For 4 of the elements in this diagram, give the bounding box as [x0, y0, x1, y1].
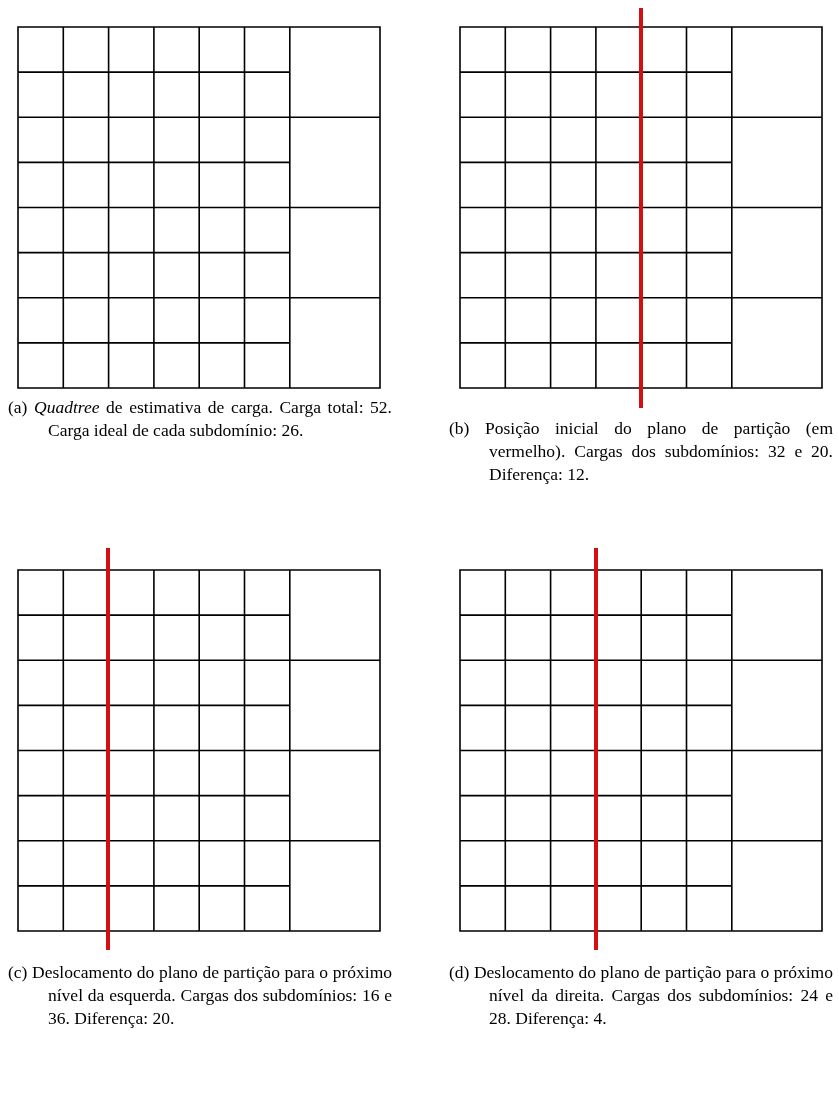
figure-caption: (d) Deslocamento do plano de partição para o próximo nível da direita. Cargas dos subdomínios: 24 e 28. Diferença: 4.	[449, 961, 833, 1030]
figure-caption: (b) Posição inicial do plano de partição (em vermelho). Cargas dos subdomínios: 32 e 20. Diferença: 12.	[449, 417, 833, 486]
figure-caption: (a) Quadtree de estimativa de carga. Carga total: 52. Carga ideal de cada subdomínio: 26.	[8, 396, 392, 442]
figure-caption: (c) Deslocamento do plano de partição para o próximo nível da esquerda. Cargas dos subdomínios: 16 e 36. Diferença: 20.	[8, 961, 392, 1030]
